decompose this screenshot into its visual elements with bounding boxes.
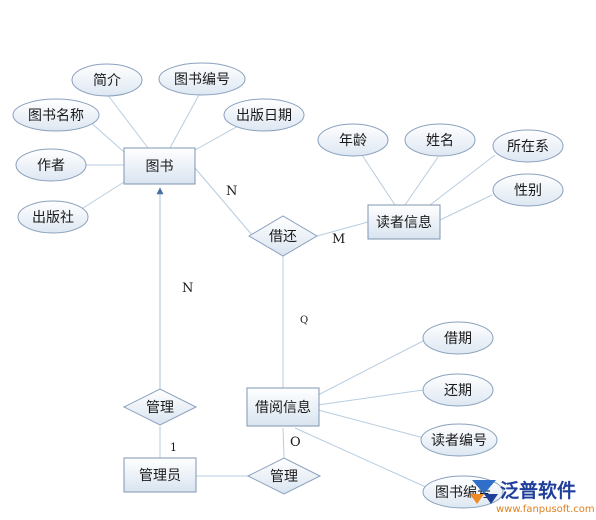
attr-age: 年龄	[317, 123, 389, 157]
watermark-logo: 泛普软件 www.fanpusoft.com	[470, 479, 595, 515]
cardinality-reader-borrow: M	[332, 232, 345, 247]
attr-book-name-label: 图书名称	[28, 108, 84, 124]
entity-reader-info: 读者信息	[367, 204, 441, 240]
entity-book-label: 图书	[146, 159, 174, 175]
relationship-manage-upper: 管理	[122, 388, 198, 426]
line-info-readerno	[317, 409, 425, 439]
attr-return-period-label: 还期	[444, 383, 472, 399]
attr-return-period: 还期	[422, 373, 494, 407]
line-dept-reader	[429, 154, 496, 206]
entity-borrow-info: 借阅信息	[246, 387, 320, 427]
attr-publisher-label: 出版社	[32, 210, 74, 226]
line-gender-reader	[439, 194, 493, 221]
cardinality-admin-manage: 1	[170, 441, 177, 454]
relationship-borrow-return-label: 借还	[269, 229, 297, 245]
entity-admin-label: 管理员	[139, 468, 181, 484]
connectors	[79, 92, 496, 489]
attr-reader-no: 读者编号	[420, 423, 498, 457]
watermark-url: www.fanpusoft.com	[496, 504, 595, 515]
line-name-reader	[404, 156, 439, 206]
attr-intro-label: 简介	[93, 72, 121, 89]
line-bookname-book	[87, 119, 125, 153]
line-intro-book	[106, 93, 149, 149]
line-manage-info	[282, 427, 285, 459]
attr-author: 作者	[15, 148, 87, 182]
relationship-manage-lower: 管理	[246, 457, 322, 495]
line-pubdate-book	[194, 124, 241, 151]
attr-name-label: 姓名	[426, 133, 454, 149]
attr-book-no-label: 图书编号	[174, 72, 230, 88]
entity-borrow-info-label: 借阅信息	[255, 399, 311, 416]
attr-pub-date-label: 出版日期	[236, 108, 292, 124]
entity-book: 图书	[123, 147, 196, 185]
attr-book-no: 图书编号	[158, 62, 246, 96]
cardinality-borrow-info: Q	[300, 315, 308, 326]
attr-gender: 性别	[492, 173, 564, 207]
cardinality-book-manage: N	[182, 281, 193, 296]
line-borrow-reader	[316, 221, 369, 237]
line-info-bookno	[294, 427, 429, 489]
line-age-reader	[361, 154, 396, 206]
fanpu-logo-icon	[470, 480, 498, 504]
watermark-brand: 泛普软件	[500, 479, 576, 502]
attr-borrow-period-label: 借期	[444, 331, 472, 347]
attr-publisher: 出版社	[17, 200, 89, 234]
attr-borrow-period: 借期	[422, 321, 494, 355]
attr-author-label: 作者	[37, 158, 65, 174]
attr-reader-no-label: 读者编号	[431, 432, 487, 449]
relationship-manage-lower-label: 管理	[270, 469, 298, 485]
line-book-borrow	[194, 167, 253, 236]
attr-intro: 简介	[71, 63, 143, 97]
line-bookno-book	[169, 92, 201, 149]
entity-admin: 管理员	[123, 457, 197, 493]
line-publisher-book	[79, 181, 125, 211]
cardinality-book-borrow: N	[226, 184, 237, 199]
relationship-borrow-return: 借还	[248, 215, 318, 257]
entity-reader-info-label: 读者信息	[376, 214, 432, 231]
line-info-borrowperiod	[317, 339, 426, 396]
attr-book-name: 图书名称	[12, 98, 100, 132]
relationship-manage-upper-label: 管理	[146, 400, 174, 416]
attr-gender-label: 性别	[514, 183, 542, 199]
attr-dept-label: 所在系	[507, 139, 549, 155]
cardinality-info-manage: O	[290, 435, 301, 450]
attr-age-label: 年龄	[339, 133, 367, 149]
attr-pub-date: 出版日期	[223, 98, 305, 132]
attr-name: 姓名	[404, 123, 476, 157]
line-info-returnperiod	[317, 389, 424, 406]
attr-dept: 所在系	[492, 129, 564, 163]
